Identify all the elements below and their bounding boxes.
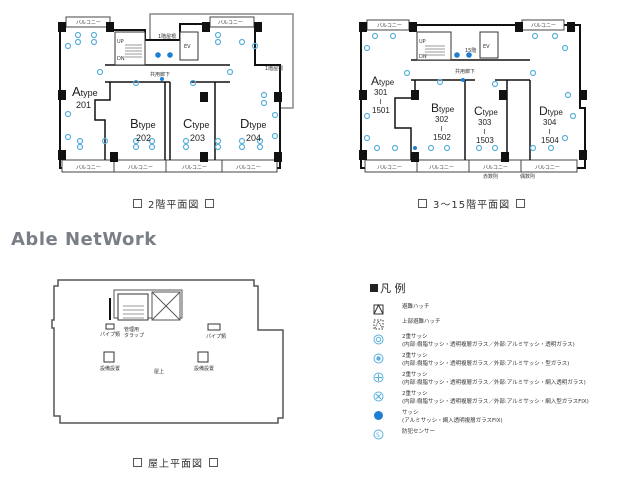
svg-text:バルコニー: バルコニー [531,23,556,29]
svg-text:バルコニー: バルコニー [182,165,207,171]
caption-box-icon [209,458,218,467]
svg-text:バルコニー: バルコニー [535,165,560,171]
svg-text:設備設置: 設備設置 [100,365,120,372]
security-sensor-icon: S [370,429,386,440]
svg-text:バルコニー: バルコニー [76,20,101,26]
svg-text:1階屋根: 1階屋根 [265,65,283,72]
unit-b-type: Btype [431,101,455,115]
svg-text:パイプ類: パイプ類 [100,331,120,338]
legend-item: 2重サッシ(内部:樹脂サッシ・透明複層ガラス／外部:アルミサッシ・透明ガラス) [370,334,640,349]
double-sash-wired-fix-icon [370,391,386,402]
legend-item: 避難ハッチ [370,304,640,315]
legend-item: サッシ(アルミサッシ・網入透明複層ガラスFIX) [370,410,640,425]
svg-text:バルコニー: バルコニー [218,20,243,26]
floor-3-15-drawing: EV UP DN 15階 共用廊下 バルコニー バルコニー バルコニー バルコニ… [359,19,587,180]
unit-202-number: 202 [136,133,151,143]
svg-text:303: 303 [478,118,492,127]
svg-text:1階屋根: 1階屋根 [158,33,176,40]
caption-box-icon [516,199,526,208]
roof-label: 屋上 [154,368,164,375]
svg-text:設備設置: 設備設置 [194,365,214,372]
unit-203-type: Ctype [183,116,209,131]
svg-text:バルコニー: バルコニー [483,165,508,171]
legend-square-icon [370,284,378,292]
brand-logo: Able NetWork [11,229,157,250]
double-sash-wired-clear-icon [370,372,386,383]
caption-box-icon [205,199,215,208]
svg-text:DN: DN [117,56,125,62]
unit-204-type: Dtype [240,116,266,131]
legend-item: 2重サッシ(内部:樹脂サッシ・透明複層ガラス／外部:アルミサッシ・網入透明ガラス… [370,372,640,387]
double-sash-patterned-icon [370,353,386,364]
legend-item: 2重サッシ(内部:樹脂サッシ・透明複層ガラス／外部:アルミサッシ・型ガラス) [370,353,640,368]
svg-text:302: 302 [435,115,449,124]
caption-box-icon [418,199,427,208]
unit-a-type: Atype [371,74,395,88]
unit-c-type: Ctype [474,104,498,118]
rooftop-caption: 屋上平面図 [133,455,218,470]
upper-escape-hatch-icon [370,319,386,330]
svg-text:バルコニー: バルコニー [377,165,402,171]
svg-text:バルコニー: バルコニー [377,23,402,29]
svg-text:1503: 1503 [476,136,494,145]
ev-label: EV [184,44,191,50]
rooftop-drawing: パイプ類 パイプ類 管理用 タラップ 設備設置 設備設置 屋上 [51,279,284,424]
svg-text:DN: DN [419,54,427,60]
svg-text:≀: ≀ [379,97,382,106]
svg-text:UP: UP [419,39,426,45]
svg-text:管理用: 管理用 [124,326,139,333]
unit-d-type: Dtype [539,104,563,118]
svg-text:バルコニー: バルコニー [236,165,261,171]
corridor-label: 共用廊下 [150,71,170,78]
svg-text:1504: 1504 [541,136,559,145]
svg-text:共用廊下: 共用廊下 [455,68,475,75]
svg-text:15階: 15階 [465,47,476,54]
svg-text:304: 304 [543,118,557,127]
floor-3-15-caption: 3～15階平面図 [418,196,526,211]
svg-text:バルコニー: バルコニー [128,165,153,171]
floor-2-caption: 2階平面図 [133,196,215,211]
svg-text:≀: ≀ [440,124,443,133]
escape-hatch-icon [370,304,386,315]
svg-text:パイプ類: パイプ類 [206,333,226,340]
unit-201-number: 201 [76,100,91,110]
unit-203-number: 203 [190,133,205,143]
svg-text:1501: 1501 [372,106,390,115]
unit-204-number: 204 [246,133,261,143]
svg-text:赤数則: 赤数則 [483,173,498,180]
legend-item: 2重サッシ(内部:樹脂サッシ・透明複層ガラス／外部:アルミサッシ・網入型ガラスF… [370,391,640,406]
floor-2-drawing: EV UP DN 1階屋根 1階屋根 共用廊下 バルコニー バルコニー バルコニ… [58,13,294,173]
svg-text:S: S [376,432,380,439]
legend: 凡 例 避難ハッチ 上部避難ハッチ 2重サッシ(内部:樹脂サッシ・透明複層ガラス… [370,280,640,444]
svg-text:バルコニー: バルコニー [429,165,454,171]
svg-text:バルコニー: バルコニー [76,165,101,171]
svg-text:偶数則: 偶数則 [520,173,535,180]
svg-text:EV: EV [483,44,490,50]
svg-text:タラップ: タラップ [124,332,144,339]
double-sash-clear-icon [370,334,386,345]
svg-text:UP: UP [117,39,124,45]
svg-text:301: 301 [374,88,388,97]
unit-202-type: Btype [130,116,156,131]
floor-2-plan: EV UP DN 1階屋根 1階屋根 共用廊下 バルコニー バルコニー バルコニ… [50,10,300,175]
legend-title: 凡 例 [370,280,640,296]
rooftop-plan: パイプ類 パイプ類 管理用 タラップ 設備設置 設備設置 屋上 [48,278,288,428]
caption-box-icon [133,458,142,467]
floor-3-15-plan: EV UP DN 15階 共用廊下 バルコニー バルコニー バルコニー バルコニ… [355,18,595,183]
sash-solid-icon [370,410,386,421]
caption-box-icon [133,199,142,208]
svg-text:≀: ≀ [483,127,486,136]
legend-item: S 防犯センサー [370,429,640,440]
unit-201-type: Atype [72,84,98,99]
svg-text:1502: 1502 [433,133,451,142]
svg-text:≀: ≀ [548,127,551,136]
legend-item: 上部避難ハッチ [370,319,640,330]
